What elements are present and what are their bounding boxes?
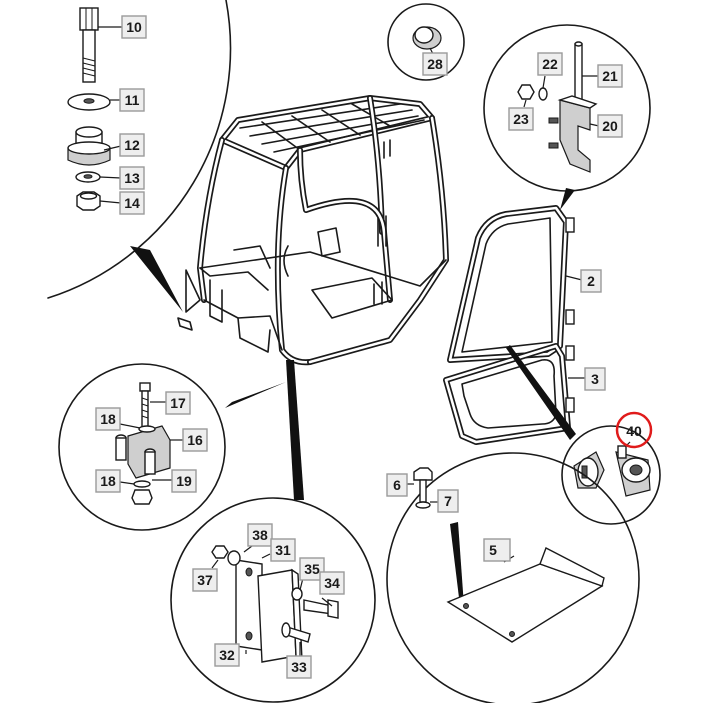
- svg-text:6: 6: [393, 477, 401, 493]
- bolt-6: [413, 467, 433, 503]
- svg-text:17: 17: [170, 395, 186, 411]
- detail-circle-cover: [386, 452, 640, 703]
- hinge-block-16: [115, 425, 171, 479]
- label-28: 28: [422, 52, 448, 76]
- label-3: 3: [584, 367, 606, 391]
- svg-text:19: 19: [176, 473, 192, 489]
- nut-14: [76, 191, 101, 211]
- nut-23: [517, 84, 535, 100]
- svg-text:14: 14: [124, 195, 140, 211]
- label-38: 38: [247, 523, 273, 547]
- washer-13: [75, 171, 101, 183]
- svg-text:2: 2: [587, 273, 595, 289]
- svg-text:23: 23: [513, 111, 529, 127]
- plug-28: [412, 26, 442, 50]
- svg-text:20: 20: [602, 118, 618, 134]
- detail-circle-plug: [387, 3, 465, 81]
- label-18-bottom: 18: [95, 469, 121, 493]
- svg-text:13: 13: [124, 170, 140, 186]
- upper-door-2: [447, 205, 575, 363]
- label-21: 21: [597, 64, 623, 88]
- detail-circle-hinge-block: [58, 363, 226, 531]
- label-23: 23: [508, 107, 534, 131]
- label-16: 16: [182, 428, 208, 452]
- svg-text:32: 32: [219, 647, 235, 663]
- svg-text:35: 35: [304, 561, 320, 577]
- label-18-top: 18: [95, 407, 121, 431]
- bolt-17: [139, 382, 151, 432]
- hinge-bracket-20: [548, 95, 598, 173]
- cover-connector: [450, 522, 464, 606]
- washer-7: [415, 501, 431, 509]
- nut-19: [131, 489, 153, 505]
- rubber-mount-12: [67, 126, 111, 166]
- washer-11: [67, 93, 111, 111]
- cab-frame: [177, 95, 449, 366]
- plate-31: [235, 559, 263, 651]
- svg-text:34: 34: [324, 575, 340, 591]
- label-6: 6: [386, 473, 408, 497]
- svg-text:28: 28: [427, 56, 443, 72]
- washer-18-bottom: [133, 480, 151, 488]
- label-2: 2: [580, 269, 602, 293]
- connector-to-hinge-block: [225, 382, 286, 408]
- detail-connector: [130, 246, 183, 312]
- svg-text:37: 37: [197, 572, 213, 588]
- highlight-ring: [615, 411, 653, 449]
- label-11: 11: [119, 88, 145, 112]
- svg-text:5: 5: [489, 542, 497, 558]
- label-5: 5: [483, 538, 511, 562]
- label-40: 40: [615, 411, 653, 449]
- svg-text:11: 11: [125, 92, 140, 108]
- washer-38: [227, 550, 241, 566]
- label-13: 13: [119, 166, 145, 190]
- label-19: 19: [171, 469, 197, 493]
- washer-18-top: [138, 425, 156, 433]
- nut-37: [211, 545, 229, 559]
- svg-text:22: 22: [542, 56, 558, 72]
- label-12: 12: [119, 133, 145, 157]
- svg-text:18: 18: [100, 411, 116, 427]
- svg-text:16: 16: [187, 432, 203, 448]
- svg-text:31: 31: [275, 542, 291, 558]
- connector-to-hinge-plate: [286, 360, 304, 500]
- label-17: 17: [165, 391, 191, 415]
- washer-35: [291, 587, 303, 601]
- plate-32: [257, 568, 303, 663]
- label-22: 22: [537, 52, 563, 76]
- label-33: 33: [286, 655, 312, 679]
- bolt-10: [79, 7, 99, 83]
- svg-text:10: 10: [126, 19, 142, 35]
- detail-circle-hinge-plate: [170, 497, 376, 703]
- svg-text:7: 7: [444, 493, 452, 509]
- svg-text:3: 3: [591, 371, 599, 387]
- detail-circle-fasteners: [47, 0, 232, 312]
- detail-circle-hinge: [483, 24, 651, 210]
- bolt-33: [281, 622, 311, 643]
- label-35: 35: [299, 557, 325, 581]
- label-20: 20: [597, 114, 623, 138]
- label-14: 14: [119, 191, 145, 215]
- label-10: 10: [121, 15, 147, 39]
- label-37: 37: [192, 568, 218, 592]
- connector-to-lock: [506, 345, 576, 440]
- label-32: 32: [214, 643, 240, 667]
- svg-text:40: 40: [626, 423, 642, 439]
- label-7: 7: [437, 489, 459, 513]
- bolt-34: [303, 599, 339, 619]
- svg-text:18: 18: [100, 473, 116, 489]
- svg-text:33: 33: [291, 659, 307, 675]
- detail-circle-lock: [561, 425, 661, 525]
- svg-text:38: 38: [252, 527, 268, 543]
- label-34: 34: [319, 571, 345, 595]
- cover-plate-5: [446, 547, 605, 643]
- hinge-connector: [560, 188, 575, 210]
- label-31: 31: [270, 538, 296, 562]
- lock-assembly-40: [573, 445, 651, 497]
- washer-22: [538, 87, 548, 101]
- svg-text:12: 12: [124, 137, 140, 153]
- svg-text:21: 21: [602, 68, 618, 84]
